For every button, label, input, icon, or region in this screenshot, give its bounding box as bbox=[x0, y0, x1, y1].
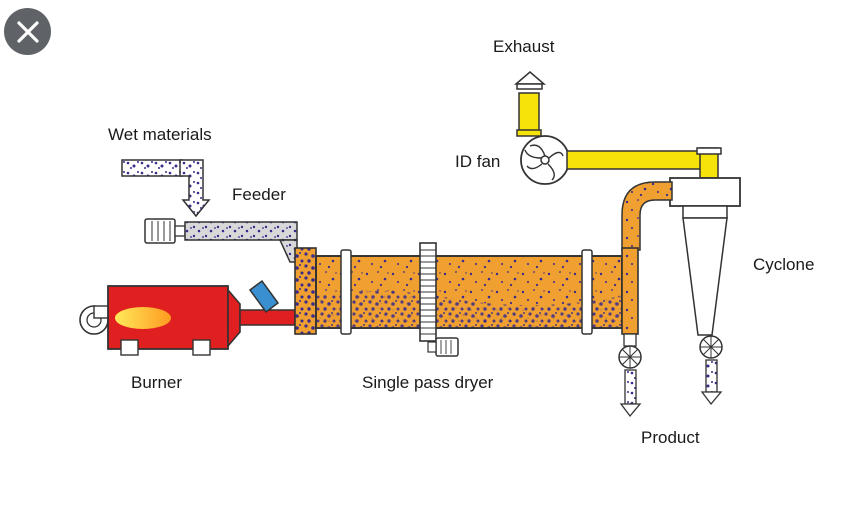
exhaust-duct bbox=[566, 147, 722, 179]
cyclone bbox=[669, 177, 741, 406]
exhaust-outlet bbox=[513, 71, 547, 137]
wet-materials-hopper bbox=[121, 159, 211, 218]
burner bbox=[79, 279, 296, 356]
label-single-pass-dryer: Single pass dryer bbox=[362, 373, 494, 392]
label-burner: Burner bbox=[131, 373, 182, 392]
cyclone-inlet-duct bbox=[621, 181, 673, 251]
close-icon bbox=[16, 20, 39, 43]
label-wet-materials: Wet materials bbox=[108, 125, 212, 144]
label-id-fan: ID fan bbox=[455, 152, 500, 171]
product-outlet bbox=[618, 333, 642, 418]
label-cyclone: Cyclone bbox=[753, 255, 814, 274]
id-fan bbox=[520, 135, 570, 185]
close-button[interactable] bbox=[4, 8, 51, 55]
label-product: Product bbox=[641, 428, 700, 447]
rotary-dryer-drum bbox=[294, 242, 639, 357]
label-exhaust: Exhaust bbox=[493, 37, 555, 56]
label-feeder: Feeder bbox=[232, 185, 286, 204]
screw-feeder bbox=[144, 218, 298, 263]
